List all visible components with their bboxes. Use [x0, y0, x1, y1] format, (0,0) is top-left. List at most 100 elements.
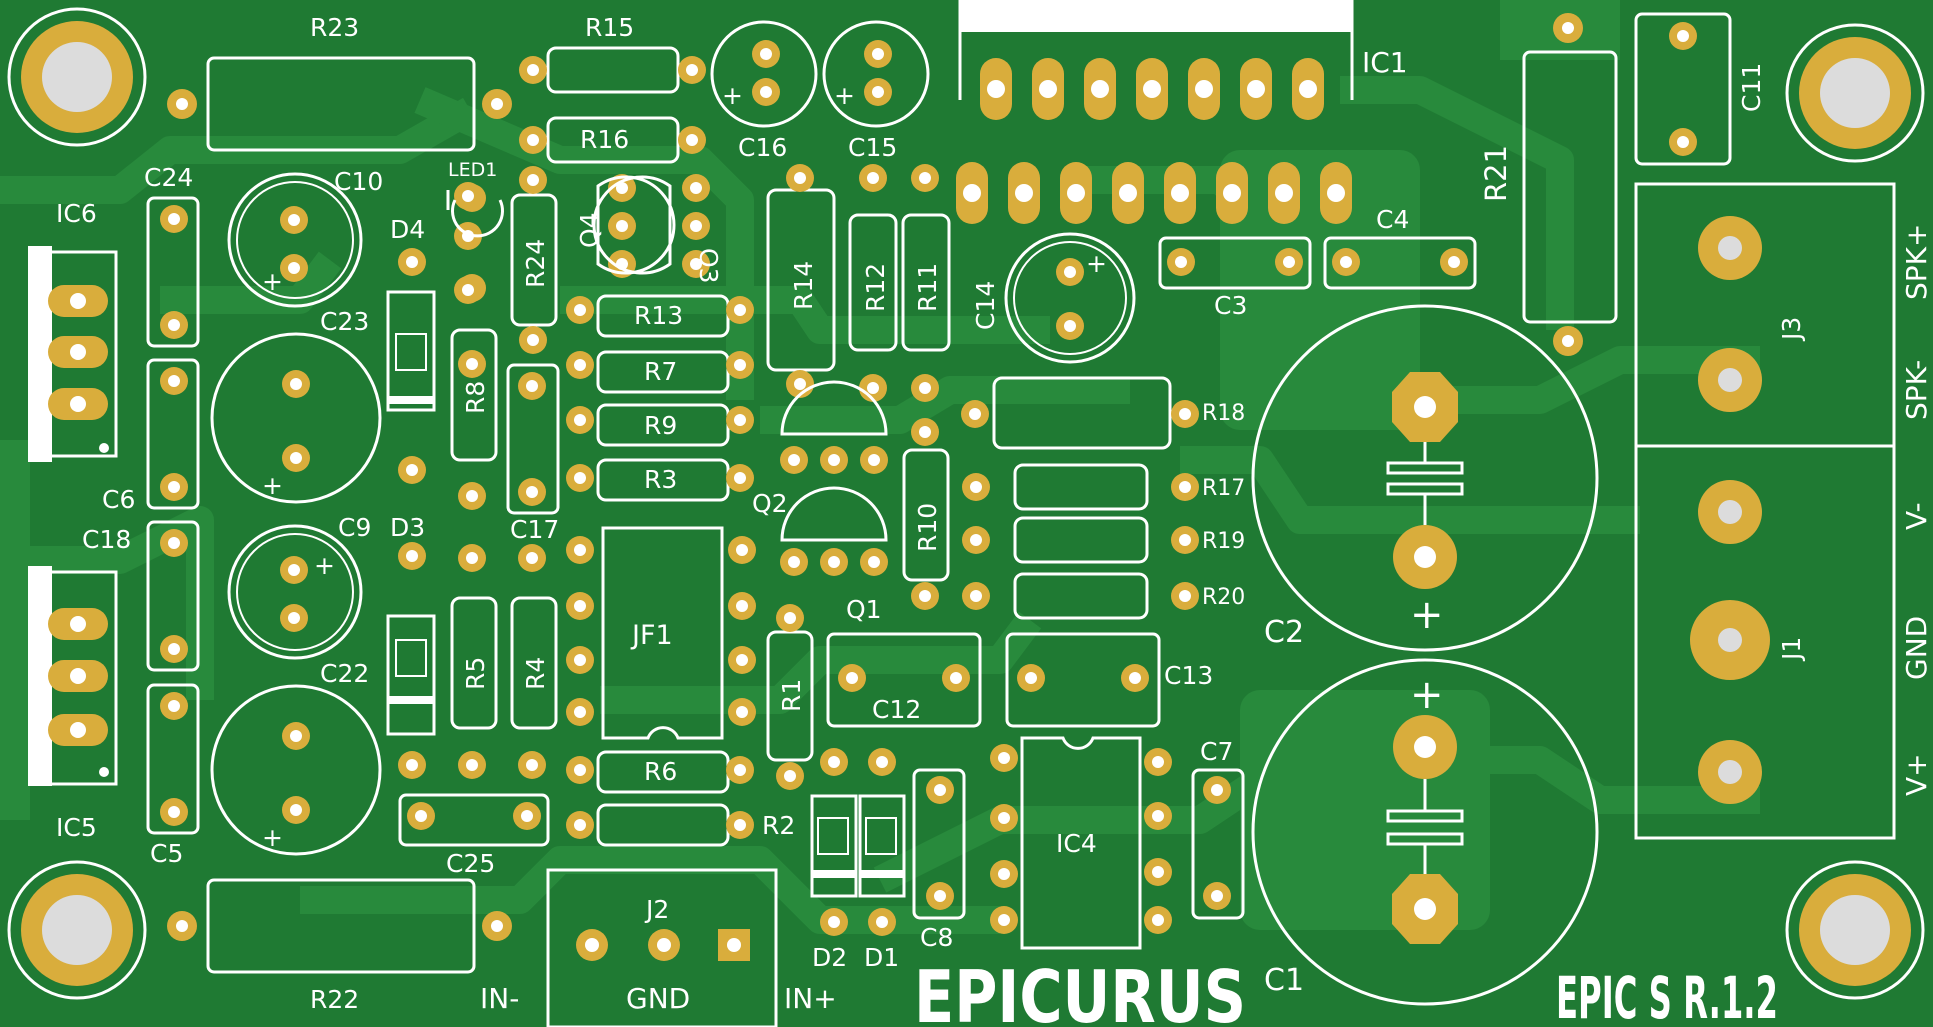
label-q1: Q1 — [846, 595, 882, 624]
drill-hole — [1179, 590, 1191, 602]
drill-hole — [527, 134, 539, 146]
drill-hole — [574, 359, 586, 371]
drill-hole — [168, 806, 180, 818]
drill-hole — [1179, 481, 1191, 493]
label-c24: C24 — [144, 163, 193, 192]
drill-hole — [970, 590, 982, 602]
drill-hole — [466, 552, 478, 564]
label-c18: C18 — [82, 525, 131, 554]
polarity-mark: + — [262, 471, 283, 500]
label-c11: C11 — [1737, 63, 1766, 112]
board-title: EPICURUS — [914, 955, 1246, 1027]
drill-hole — [466, 759, 478, 771]
drill-hole — [1152, 756, 1164, 768]
drill-hole — [574, 654, 586, 666]
drill-hole — [290, 730, 302, 742]
label-c1: C1 — [1264, 963, 1304, 998]
drill-hole — [794, 378, 806, 390]
label-c12: C12 — [872, 695, 921, 724]
drill-hole — [1340, 256, 1352, 268]
label-v-minus: V- — [1900, 502, 1933, 530]
drill-hole — [867, 382, 879, 394]
label-r22: R22 — [310, 985, 359, 1014]
label-r24: R24 — [521, 239, 550, 288]
drill-hole — [527, 334, 539, 346]
drill-hole — [1152, 810, 1164, 822]
drill-hole — [466, 358, 478, 370]
drill-hole — [415, 810, 427, 822]
label-jf1: JF1 — [630, 620, 673, 651]
drill-hole — [919, 382, 931, 394]
silkscreen-labels: R23 R15 R16 C16 C15 IC1 C24 C10 LED1 D4 … — [56, 13, 1933, 1015]
drill-hole — [1152, 866, 1164, 878]
drill-hole — [734, 764, 746, 776]
label-r8: R8 — [461, 381, 490, 414]
drill-hole — [574, 304, 586, 316]
drill-hole — [686, 134, 698, 146]
drill-hole — [526, 759, 538, 771]
drill-hole — [168, 643, 180, 655]
label-gnd: GND — [626, 982, 690, 1015]
label-r11: R11 — [913, 263, 942, 312]
drill-hole — [574, 764, 586, 776]
label-led1: LED1 — [448, 159, 497, 181]
label-spk-minus: SPK- — [1900, 360, 1933, 420]
label-c8: C8 — [920, 923, 953, 952]
drill-hole — [462, 284, 474, 296]
drill-hole — [828, 454, 840, 466]
label-r21: R21 — [1479, 145, 1513, 202]
drill-hole — [574, 706, 586, 718]
drill-hole — [950, 672, 962, 684]
drill-hole — [1129, 672, 1141, 684]
drill-hole — [526, 380, 538, 392]
drill-hole — [784, 612, 796, 624]
drill-hole — [788, 556, 800, 568]
drill-hole — [784, 770, 796, 782]
label-c13: C13 — [1164, 661, 1213, 690]
drill-hole — [168, 375, 180, 387]
drill-hole — [794, 172, 806, 184]
drill-hole — [406, 464, 418, 476]
polarity-mark: + — [722, 81, 743, 110]
label-r2: R2 — [762, 811, 795, 840]
label-r6: R6 — [644, 757, 677, 786]
mounting-hole-top-right — [1785, 23, 1925, 163]
label-c17: C17 — [510, 515, 559, 544]
polarity-mark: + — [262, 267, 283, 296]
label-j3: J3 — [1777, 317, 1806, 342]
polarity-mark: + — [1410, 592, 1444, 638]
label-d1: D1 — [864, 943, 899, 972]
drill-hole — [736, 600, 748, 612]
drill-hole — [1025, 672, 1037, 684]
label-q3: Q3 — [694, 248, 723, 284]
ic-packages — [28, 190, 1142, 950]
drill-hole — [1211, 890, 1223, 902]
label-c25: C25 — [446, 849, 495, 878]
drill-hole — [1448, 256, 1460, 268]
drill-hole — [998, 868, 1010, 880]
label-v-plus: V+ — [1900, 753, 1933, 796]
mounting-hole-top-left — [7, 7, 147, 147]
drill-hole — [574, 414, 586, 426]
drill-hole — [736, 544, 748, 556]
drill-hole — [616, 182, 628, 194]
drill-hole — [526, 486, 538, 498]
label-c16: C16 — [738, 133, 787, 162]
label-c5: C5 — [150, 839, 183, 868]
drill-hole — [828, 556, 840, 568]
drill-hole — [788, 454, 800, 466]
drill-hole — [876, 916, 888, 928]
label-in-minus: IN- — [480, 982, 519, 1015]
drill-hole — [934, 890, 946, 902]
mounting-hole-bottom-left — [7, 860, 147, 1000]
drill-hole — [734, 304, 746, 316]
drill-hole — [734, 359, 746, 371]
drill-hole — [934, 784, 946, 796]
drill-hole — [288, 612, 300, 624]
label-ic1: IC1 — [1362, 46, 1408, 79]
drill-hole — [1152, 914, 1164, 926]
label-r15: R15 — [585, 13, 634, 42]
drill-hole — [527, 64, 539, 76]
drill-hole — [760, 48, 772, 60]
drill-hole — [1179, 534, 1191, 546]
